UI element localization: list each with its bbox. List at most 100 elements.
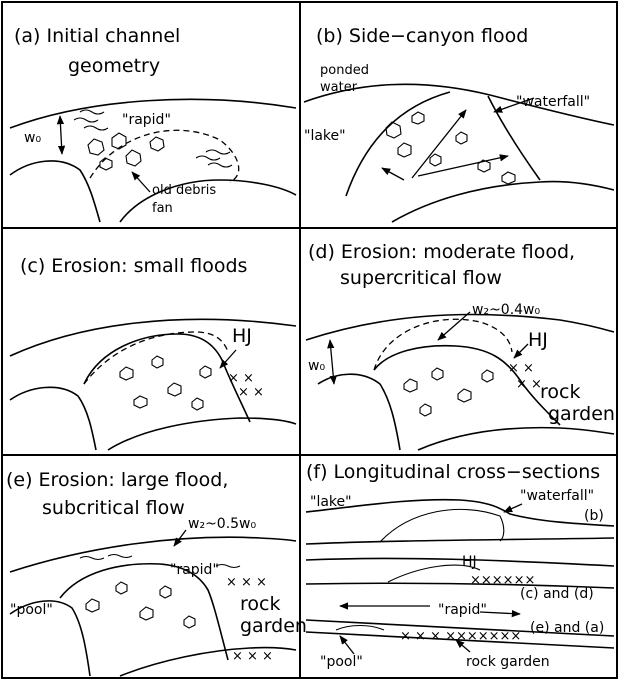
panel-a-title-line2: geometry	[68, 55, 160, 77]
panel-f-cd-label: (c) and (d)	[520, 586, 594, 602]
panel-c-hj-label: HJ	[232, 325, 252, 347]
panel-b-ponded-label-line2: water	[320, 80, 358, 95]
panel-b-boulder	[386, 122, 401, 138]
panel-c-title: (c) Erosion: small floods	[20, 255, 247, 277]
panel-c-hj-arrow	[220, 350, 236, 368]
panel-d-initial-fan-outline	[374, 319, 512, 370]
panel-a-title-line1: (a) Initial channel	[14, 25, 180, 47]
panel-e-cross-mark: × × ×	[226, 575, 267, 590]
panel-f-pool-label: "pool"	[320, 654, 363, 670]
panel-f-waterfall-arrow	[504, 504, 522, 512]
panel-d-title-line2: supercritical flow	[340, 267, 502, 289]
panel-f-profile-b-deposit	[380, 509, 504, 542]
panel-a-ripple	[208, 163, 232, 167]
panel-d-title-line1: (d) Erosion: moderate flood,	[308, 241, 575, 263]
panel-e-title-line2: subcritical flow	[42, 497, 185, 519]
panel-e-boulder	[86, 599, 99, 612]
panel-e-pool-label: "pool"	[10, 602, 53, 618]
panel-b-flow-arrow	[418, 156, 508, 176]
panel-b-title: (b) Side−canyon flood	[316, 25, 528, 47]
panel-c-cross-mark: × ×	[238, 385, 264, 400]
panel-a-ripple	[206, 150, 230, 154]
panel-f-rapid-label: "rapid"	[438, 602, 487, 618]
panel-e-ripple	[216, 565, 240, 568]
panel-e: (e) Erosion: large flood, subcritical fl…	[6, 469, 307, 676]
panel-a-boulder	[88, 139, 104, 155]
panel-d-cross-mark: × ×	[508, 361, 534, 376]
panel-c-boulder	[134, 396, 147, 408]
panel-b-flow-arrow	[382, 168, 404, 180]
panel-b-boulder	[502, 172, 515, 184]
panel-e-boulder	[184, 616, 195, 628]
panel-e-boulder	[116, 582, 127, 594]
panel-a-boulder	[150, 137, 164, 151]
panel-f-ea-label: (e) and (a)	[530, 620, 604, 636]
panel-a-ripple	[80, 110, 104, 114]
panel-d-cross-mark: × ×	[516, 377, 542, 392]
panel-a-width-arrow	[60, 116, 62, 154]
panel-f-waterfall-label: "waterfall"	[520, 488, 594, 504]
panel-f-pool-arrow	[340, 636, 354, 654]
panel-e-rock-label-line2: garden	[240, 615, 307, 637]
panel-f-lake-label: "lake"	[310, 494, 352, 510]
panel-f-title: (f) Longitudinal cross−sections	[306, 461, 600, 483]
panel-f-hj-label: HJ	[462, 554, 477, 570]
panel-d-tributary-bank	[318, 374, 400, 450]
panel-a-rapid-label: "rapid"	[122, 112, 171, 128]
panel-b-flow-arrow	[412, 110, 466, 178]
panel-d-w0-label: w₀	[308, 358, 325, 374]
panel-b-boulder	[398, 143, 411, 157]
panel-e-ripple	[108, 555, 132, 558]
panel-c: (c) Erosion: small floods HJ × × × ×	[10, 255, 296, 450]
panel-a: (a) Initial channel geometry "rapid" w₀ …	[10, 25, 296, 222]
panel-d-boulder	[432, 368, 443, 380]
panel-c-lower-bank	[108, 418, 296, 450]
panel-d-rock-label-line1: rock	[540, 381, 580, 403]
panel-f-profile-ea-deposit	[336, 626, 384, 631]
panel-b-boulder	[456, 132, 467, 144]
panel-b: (b) Side−canyon flood ponded water "lake…	[304, 25, 614, 222]
panel-e-boulder	[140, 607, 153, 620]
panel-a-debris-label-line2: fan	[152, 201, 173, 216]
panel-a-w0-label: w₀	[24, 130, 41, 146]
panel-d-boulder	[420, 404, 431, 416]
panel-a-ripple	[74, 118, 98, 122]
panel-d-hj-label: HJ	[528, 329, 548, 351]
panel-b-boulder	[412, 112, 424, 124]
panel-d-hj-arrow	[514, 344, 528, 358]
panel-d-rock-label-line2: garden	[548, 403, 615, 425]
panel-e-upper-bank	[10, 537, 296, 572]
panel-a-boulder	[100, 158, 112, 170]
panel-a-boulder	[126, 150, 141, 166]
panel-d-upper-bank	[306, 314, 614, 340]
panel-f-cross-mark: × × × ×××××××	[400, 629, 521, 644]
panel-d-w2-arrow	[438, 312, 470, 340]
panel-d-boulder	[482, 370, 493, 382]
panel-c-deposit-outline	[84, 334, 250, 422]
panel-f-b-label: (b)	[584, 508, 604, 524]
panel-e-rapid-label: "rapid"	[170, 562, 219, 578]
panel-c-boulder	[192, 398, 203, 410]
panel-e-rock-label-line1: rock	[240, 593, 280, 615]
panel-c-boulder	[200, 366, 211, 378]
panel-e-ripple	[80, 557, 104, 560]
panel-d-boulder	[404, 379, 417, 392]
panel-a-boulder	[112, 133, 126, 149]
panel-d: (d) Erosion: moderate flood, supercritic…	[306, 241, 615, 450]
panel-d-boulder	[458, 389, 471, 402]
panel-c-tributary-bank	[10, 387, 96, 450]
panel-c-boulder	[152, 356, 163, 368]
panel-f-profile-b-bed	[306, 538, 614, 544]
panel-b-waterfall-label: "waterfall"	[516, 94, 590, 110]
panel-a-debris-label-line1: old debris	[152, 183, 216, 198]
panel-e-title-line1: (e) Erosion: large flood,	[6, 469, 228, 491]
panel-f-rock-garden-label: rock garden	[466, 654, 550, 670]
panel-e-boulder	[160, 586, 171, 598]
panel-c-boulder	[168, 383, 181, 396]
panel-b-lower-bank	[392, 182, 614, 222]
panel-a-ripple	[84, 126, 108, 130]
panel-d-lower-bank	[418, 428, 614, 450]
panel-b-lake-label: "lake"	[304, 128, 346, 144]
panel-b-deposit-left	[346, 92, 450, 196]
